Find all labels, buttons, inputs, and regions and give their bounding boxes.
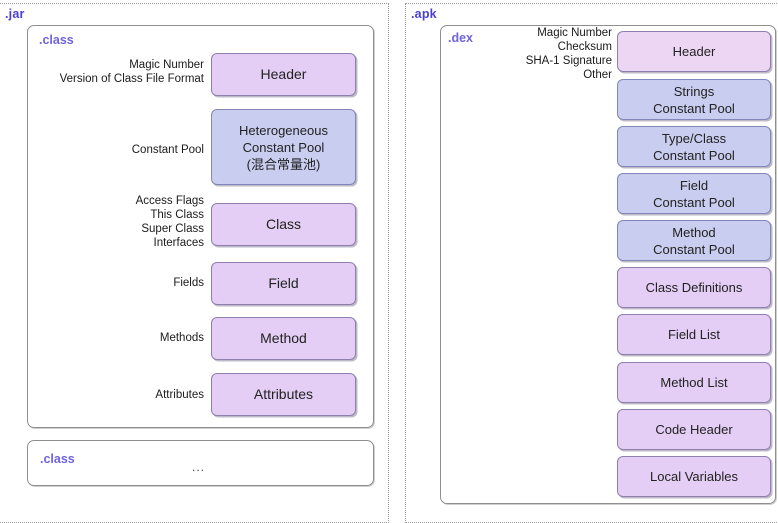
- dex-box-field-list[interactable]: Field List: [617, 314, 771, 355]
- jar-panel-label: .jar: [5, 7, 25, 21]
- class-box-field[interactable]: Field: [211, 262, 356, 305]
- annotation-fields: Fields: [173, 277, 204, 289]
- dex-box-local-variables[interactable]: Local Variables: [617, 456, 771, 497]
- dex-box-code-header[interactable]: Code Header: [617, 409, 771, 450]
- annotation-attributes: Attributes: [155, 389, 204, 401]
- dex-box-method-list[interactable]: Method List: [617, 362, 771, 403]
- dex-box-type-class-constant-pool[interactable]: Type/Class Constant Pool: [617, 126, 771, 167]
- dex-box-field-constant-pool[interactable]: Field Constant Pool: [617, 173, 771, 214]
- class-box-method[interactable]: Method: [211, 317, 356, 360]
- apk-panel-label: .apk: [411, 7, 437, 21]
- class-more-container-label: .class: [40, 452, 75, 466]
- class-more-container: [27, 440, 374, 486]
- dex-box-header[interactable]: Header: [617, 31, 771, 72]
- diagram-canvas: .jar .class Magic Number Version of Clas…: [0, 3, 778, 523]
- class-container-label: .class: [39, 33, 74, 47]
- dex-box-method-constant-pool[interactable]: Method Constant Pool: [617, 220, 771, 261]
- annotation-dex-header: Magic Number Checksum SHA-1 Signature Ot…: [525, 27, 612, 81]
- dex-box-strings-constant-pool[interactable]: Strings Constant Pool: [617, 79, 771, 120]
- annotation-methods: Methods: [159, 332, 204, 344]
- class-box-class[interactable]: Class: [211, 203, 356, 246]
- class-box-heterogeneous-constant-pool[interactable]: Heterogeneous Constant Pool (混合常量池): [211, 109, 356, 185]
- class-more-ellipsis: ...: [192, 460, 206, 474]
- annotation-header: Magic Number Version of Class File Forma…: [59, 59, 204, 85]
- dex-container-label: .dex: [448, 31, 474, 45]
- class-box-attributes[interactable]: Attributes: [211, 373, 356, 416]
- class-box-header[interactable]: Header: [211, 53, 356, 96]
- annotation-class: Access Flags This Class Super Class Inte…: [135, 195, 204, 249]
- annotation-constant-pool: Constant Pool: [131, 144, 204, 156]
- dex-box-class-definitions[interactable]: Class Definitions: [617, 267, 771, 308]
